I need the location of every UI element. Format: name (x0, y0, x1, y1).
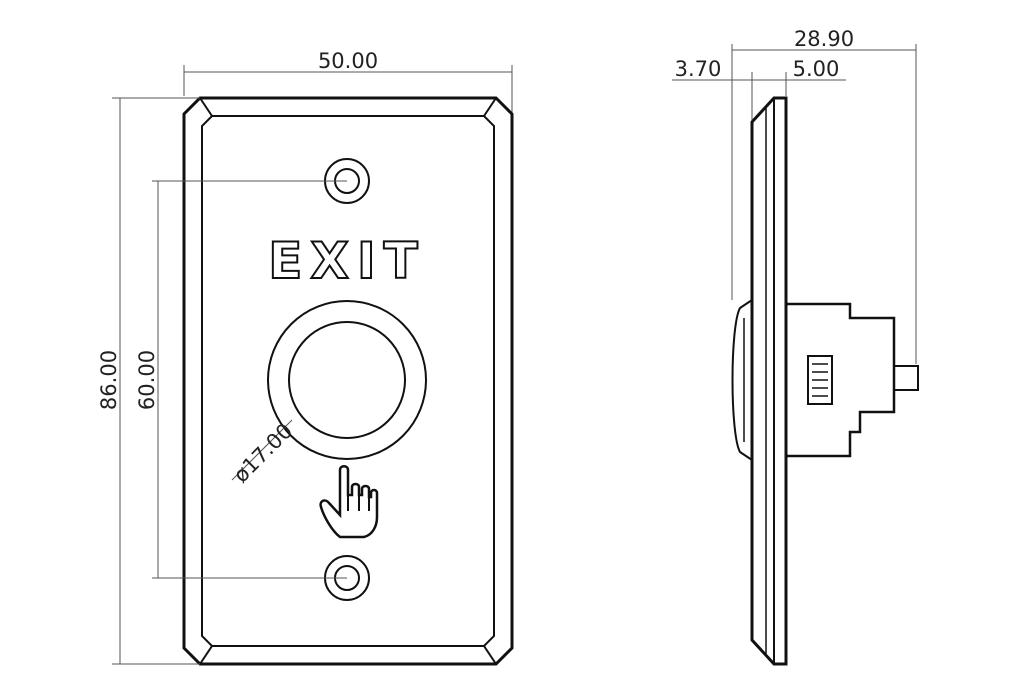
dim-width-text: 50.00 (318, 49, 378, 73)
dim-height-text: 86.00 (97, 350, 121, 410)
dim-hole-spacing-text: 60.00 (135, 350, 159, 410)
side-rear-housing (786, 302, 896, 458)
exit-label: EXIT (268, 232, 425, 290)
front-view: EXIT (182, 96, 514, 666)
dim-overall-depth-text: 28.90 (794, 27, 854, 51)
side-actuator-pin (893, 365, 919, 391)
push-button (267, 300, 427, 460)
front-dimensions: 50.00 86.00 60.00 ø17.00 (97, 49, 513, 665)
side-view (731, 96, 919, 666)
front-plate-outline (182, 96, 514, 666)
side-plate (750, 96, 788, 666)
dim-button-diameter-text: ø17.00 (229, 419, 298, 488)
side-dimensions: 28.90 3.70 5.00 (672, 27, 917, 364)
side-terminal-block (807, 355, 833, 405)
hand-pointer-icon (319, 465, 379, 539)
dim-plate-thickness-text: 3.70 (675, 57, 722, 81)
dim-plate-to-body-text: 5.00 (793, 57, 840, 81)
side-button-dome (731, 299, 753, 461)
